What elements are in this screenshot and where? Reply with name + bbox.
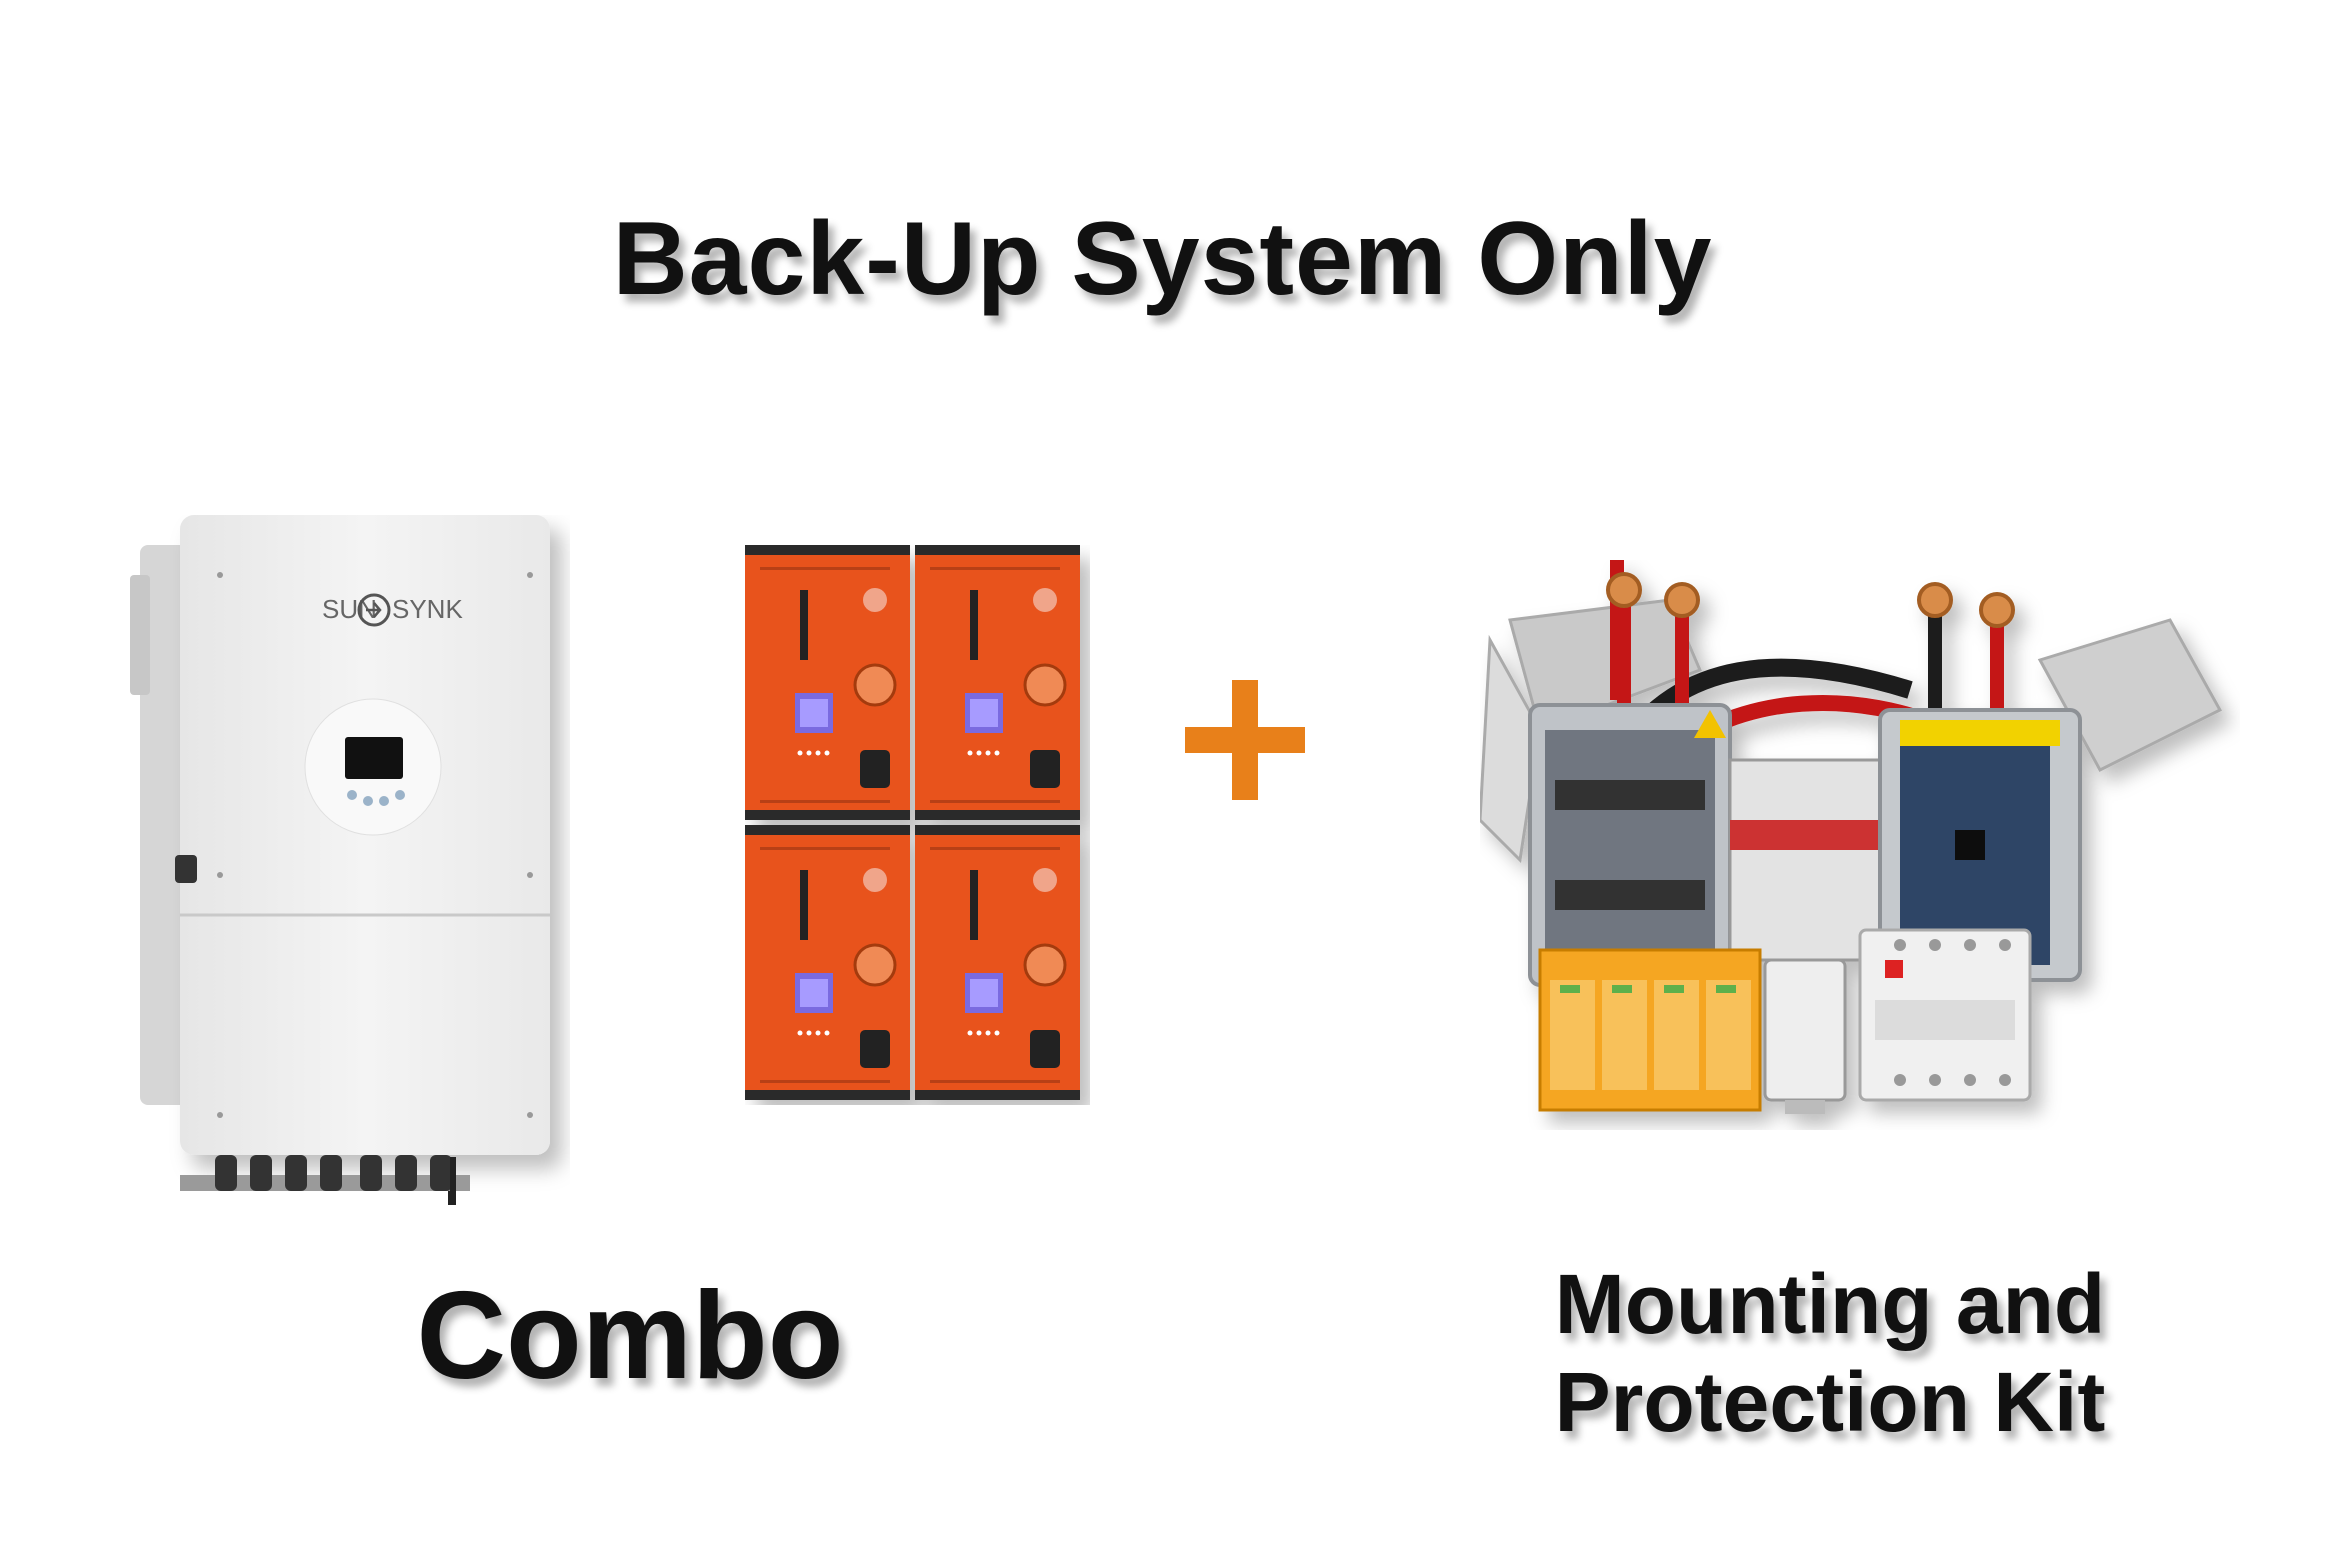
inverter-image: SUN SYNK [130,515,550,1205]
kit-label-line2: Protection Kit [1554,1355,2106,1449]
battery-stack-image [745,545,1082,1102]
page-title: Back-Up System Only [612,201,1713,317]
inverter-brand-right: SYNK [392,594,463,624]
kit-label: Mounting and Protection Kit [1480,1255,2180,1451]
kit-label-line1: Mounting and [1554,1257,2106,1351]
combo-label: Combo [416,1267,844,1405]
plus-icon [1185,680,1305,800]
protection-kit-image [1480,560,2223,1114]
